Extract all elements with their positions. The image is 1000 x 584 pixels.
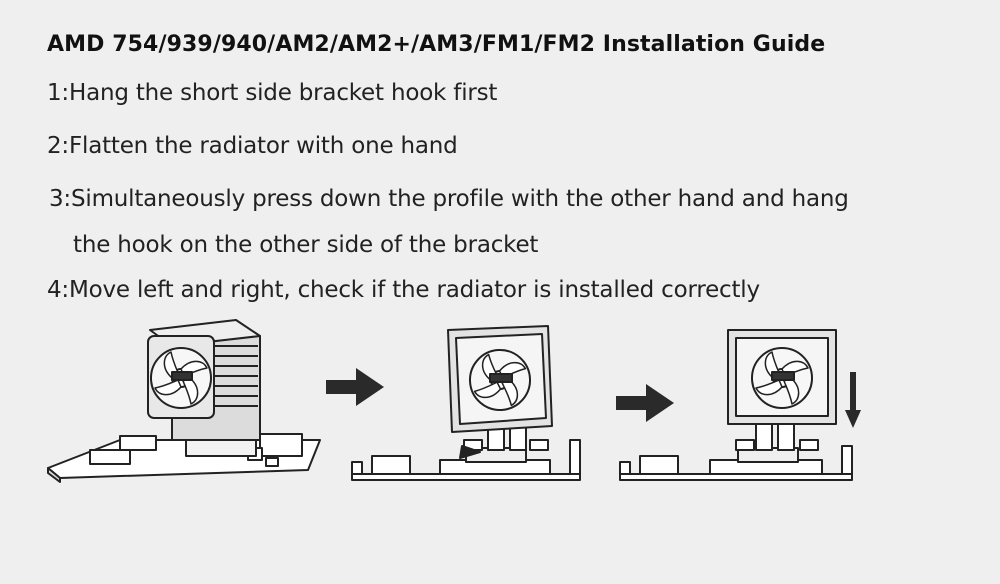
right-arrow-icon bbox=[616, 384, 674, 422]
step-3-continuation-text: the hook on the other side of the bracke… bbox=[73, 232, 539, 258]
step-2-text: 2:Flatten the radiator with one hand bbox=[47, 133, 458, 159]
right-arrow-icon bbox=[326, 368, 384, 406]
installation-illustrations bbox=[47, 319, 861, 483]
step-4-text: 4:Move left and right, check if the radi… bbox=[47, 277, 760, 303]
step-1-text: 1:Hang the short side bracket hook first bbox=[47, 80, 498, 106]
guide-title: AMD 754/939/940/AM2/AM2+/AM3/FM1/FM2 Ins… bbox=[47, 32, 826, 57]
cooler-pressed-down-illustration bbox=[619, 329, 853, 481]
down-arrow-icon bbox=[845, 372, 861, 428]
step-3-text: 3:Simultaneously press down the profile … bbox=[49, 186, 849, 212]
cooler-on-motherboard-illustration bbox=[47, 319, 321, 483]
cooler-tilted-on-bracket-illustration bbox=[351, 325, 581, 481]
